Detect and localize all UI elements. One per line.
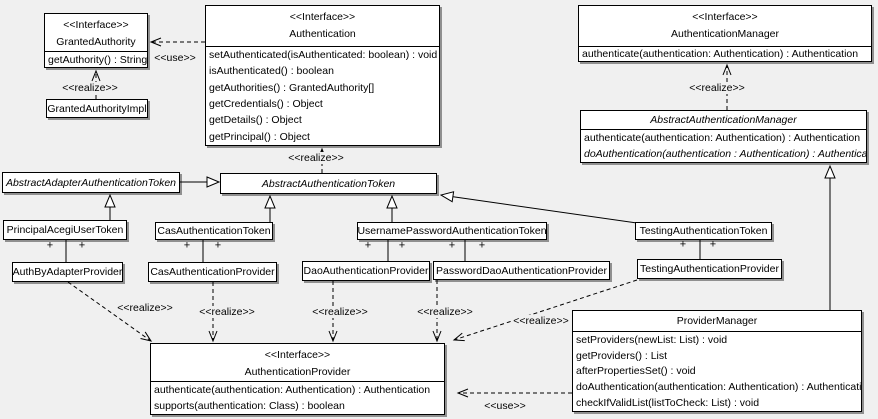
method-row: getAuthorities() : GrantedAuthority[] — [209, 81, 375, 94]
methods-compartment: getAuthority() : String — [45, 51, 147, 67]
class-name: AbstractAuthenticationToken — [261, 177, 396, 190]
class-name: AuthenticationProvider — [244, 366, 351, 378]
class-name: AbstractAdapterAuthenticationToken — [5, 176, 177, 189]
class-name: TestingAuthenticationToken — [639, 225, 768, 237]
method-row: authenticate(authentication: Authenticat… — [582, 48, 859, 60]
association-end-plus: + — [398, 239, 406, 252]
class-name: GrantedAuthority — [56, 36, 136, 48]
methods-compartment: authenticate(authentication: Authenticat… — [581, 129, 866, 162]
class-abstract-adapter-authentication-token[interactable]: AbstractAdapterAuthenticationToken — [2, 172, 180, 193]
realize-stereotype-label: <<realize>> — [511, 315, 571, 327]
stereotype-label: <<Interface>> — [692, 11, 758, 23]
class-name: AuthByAdapterProvider — [13, 266, 122, 278]
stereotype-label: <<Interface>> — [264, 349, 331, 361]
association-end-plus: + — [46, 239, 54, 252]
class-granted-authority-impl[interactable]: GrantedAuthorityImpl — [46, 99, 148, 118]
class-dao-authentication-provider[interactable]: DaoAuthenticationProvider — [302, 261, 430, 281]
use-stereotype-label: <<use>> — [152, 52, 198, 64]
association-end-plus: + — [709, 238, 717, 251]
methods-compartment: authenticate(authentication: Authenticat… — [579, 46, 871, 61]
realize-stereotype-label: <<realize>> — [115, 302, 175, 314]
class-name: GrantedAuthorityImpl — [47, 102, 147, 115]
association-end-plus: + — [478, 239, 486, 252]
class-testing-authentication-token[interactable]: TestingAuthenticationToken — [635, 222, 772, 240]
class-name: PasswordDaoAuthenticationProvider — [435, 264, 607, 277]
realize-stereotype-label: <<realize>> — [286, 152, 346, 164]
method-row: getDetails() : Object — [209, 114, 302, 127]
edge-generalization-testing-authentication-token-to-abstract-authentication-token — [439, 191, 638, 224]
class-auth-by-adapter-provider[interactable]: AuthByAdapterProvider — [12, 262, 123, 282]
stereotype-label: <<Interface>> — [289, 11, 356, 23]
method-row: getProviders() : List — [576, 349, 668, 362]
method-row: checkIfValidList(listToCheck: List) : vo… — [576, 397, 760, 410]
realize-stereotype-label: <<realize>> — [60, 82, 120, 94]
method-row: afterPropertiesSet() : void — [576, 365, 696, 378]
class-name: CasAuthenticationToken — [157, 225, 271, 237]
class-testing-authentication-provider[interactable]: TestingAuthenticationProvider — [637, 259, 782, 279]
method-row: authenticate(authentication: Authenticat… — [584, 132, 861, 144]
class-header: <<Interface>> AuthenticationManager — [579, 6, 871, 46]
realize-stereotype-label: <<realize>> — [415, 306, 475, 318]
class-name: PrincipalAcegiUserToken — [6, 224, 124, 236]
method-row: supports(authentication: Class) : boolea… — [154, 400, 345, 412]
class-name: CasAuthenticationProvider — [150, 266, 275, 278]
method-row: getAuthority() : String — [48, 53, 147, 66]
class-authentication-manager[interactable]: <<Interface>> AuthenticationManager authen… — [578, 5, 872, 62]
class-cas-authentication-token[interactable]: CasAuthenticationToken — [155, 222, 273, 240]
association-end-plus: + — [364, 239, 372, 252]
class-abstract-authentication-manager[interactable]: AbstractAuthenticationManager authenticat… — [580, 110, 867, 163]
method-row: setProviders(newList: List) : void — [576, 333, 728, 346]
class-header: <<Interface>> Authentication — [206, 6, 439, 46]
class-abstract-authentication-token[interactable]: AbstractAuthenticationToken — [220, 173, 437, 194]
edge-realize-auth-by-adapter-provider-to-authentication-provider — [67, 281, 153, 342]
class-header: ProviderManager — [573, 311, 861, 331]
class-authentication[interactable]: <<Interface>> Authentication setAuthentica… — [205, 5, 440, 146]
association-end-plus: + — [679, 238, 687, 251]
class-header: <<Interface>> AuthenticationProvider — [151, 344, 444, 381]
use-stereotype-label: <<use>> — [482, 400, 528, 412]
class-name: AbstractAuthenticationManager — [650, 114, 797, 126]
methods-compartment: setProviders(newList: List) : void getPro… — [573, 331, 861, 411]
method-row: getCredentials() : Object — [209, 98, 323, 111]
method-row: isAuthenticated() : boolean — [209, 65, 334, 78]
class-authentication-provider[interactable]: <<Interface>> AuthenticationProvider authe… — [150, 343, 445, 415]
class-name: UsernamePasswordAuthenticationToken — [358, 225, 546, 237]
realize-stereotype-label: <<realize>> — [687, 82, 747, 94]
class-password-dao-authentication-provider[interactable]: PasswordDaoAuthenticationProvider — [433, 261, 610, 280]
class-name: Authentication — [289, 28, 356, 40]
association-end-plus: + — [448, 239, 456, 252]
class-provider-manager[interactable]: ProviderManager setProviders(newList: Lis… — [572, 310, 862, 412]
class-name: DaoAuthenticationProvider — [303, 265, 429, 277]
class-cas-authentication-provider[interactable]: CasAuthenticationProvider — [148, 262, 277, 282]
method-row: doAuthentication(authentication: Authent… — [576, 381, 861, 394]
methods-compartment: setAuthenticated(isAuthenticated: boolea… — [206, 46, 439, 145]
class-name: TestingAuthenticationProvider — [640, 263, 779, 275]
method-row: authenticate(authentication: Authenticat… — [154, 384, 431, 396]
realize-stereotype-label: <<realize>> — [197, 306, 257, 318]
association-end-plus: + — [78, 239, 86, 252]
method-row: setAuthenticated(isAuthenticated: boolea… — [209, 49, 438, 62]
stereotype-label: <<Interface>> — [63, 19, 129, 31]
class-name: AuthenticationManager — [671, 28, 779, 40]
class-header: AbstractAuthenticationManager — [581, 111, 866, 129]
association-end-plus: + — [214, 239, 222, 252]
class-principal-acegi-user-token[interactable]: PrincipalAcegiUserToken — [3, 220, 127, 240]
association-end-plus: + — [183, 239, 191, 252]
method-row: getPrincipal() : Object — [209, 130, 310, 143]
method-row: doAuthentication(authentication : Authen… — [584, 148, 866, 160]
realize-stereotype-label: <<realize>> — [310, 306, 370, 318]
class-granted-authority[interactable]: <<Interface>> GrantedAuthority getAuthorit… — [44, 13, 148, 68]
class-username-password-authentication-token[interactable]: UsernamePasswordAuthenticationToken — [357, 222, 547, 240]
class-name: ProviderManager — [676, 315, 758, 327]
class-header: <<Interface>> GrantedAuthority — [45, 14, 147, 51]
methods-compartment: authenticate(authentication: Authenticat… — [151, 381, 444, 414]
